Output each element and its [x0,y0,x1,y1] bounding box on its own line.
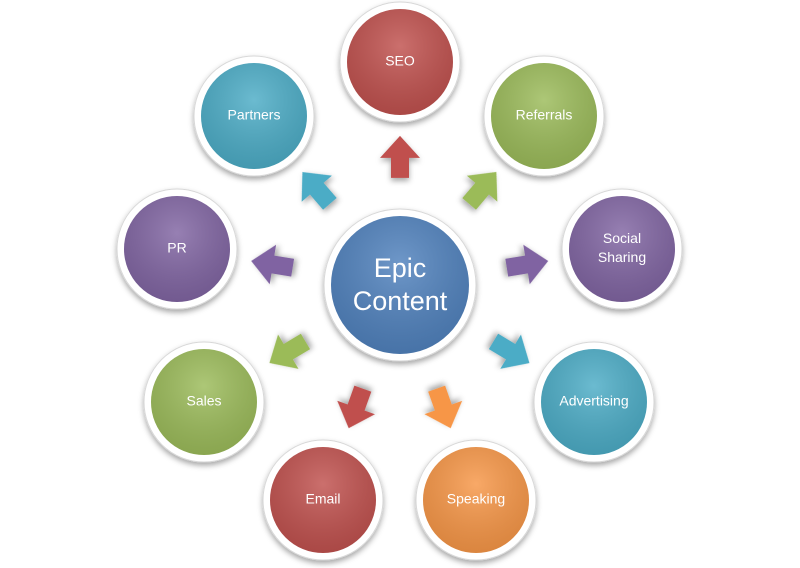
center-label-line2: Content [353,286,448,316]
node-label-social-line1: Social [603,230,641,246]
node-gloss-pr [124,196,230,302]
node-pr: PR [116,188,238,310]
node-label-referrals: Referrals [516,107,573,123]
node-label-speaking: Speaking [447,491,505,507]
arrows-layer [251,135,549,429]
node-gloss-social [569,196,675,302]
center-label-line1: Epic [374,253,427,283]
node-email: Email [262,439,384,561]
node-label-sales: Sales [186,393,221,409]
node-partners: Partners [193,55,315,177]
arrow-to-social [505,244,549,285]
node-gloss-seo [347,9,453,115]
node-label-seo: SEO [385,53,415,69]
node-gloss-advertising [541,349,647,455]
arrow-to-seo [380,135,420,178]
node-advertising: Advertising [533,341,655,463]
arrow-to-email [337,385,375,429]
node-label-advertising: Advertising [559,393,628,409]
arrow-to-pr [251,244,295,285]
node-label-pr: PR [167,240,186,256]
node-sales: Sales [143,341,265,463]
node-referrals: Referrals [483,55,605,177]
node-gloss-partners [201,63,307,169]
node-seo: SEO [339,1,461,123]
node-gloss-referrals [491,63,597,169]
arrow-to-sales [269,333,311,369]
node-label-partners: Partners [228,107,281,123]
node-label-social-line2: Sharing [598,249,646,265]
node-label-email: Email [305,491,340,507]
node-gloss-sales [151,349,257,455]
center-gloss [331,216,469,354]
node-gloss-email [270,447,376,553]
arrow-to-partners [301,172,337,210]
center-node: Epic Content [323,208,477,362]
arrow-to-speaking [424,385,463,429]
arrow-to-advertising [488,333,530,369]
arrow-to-referrals [462,171,498,210]
nodes-layer: SEO ReferralsSocialSharingAdvertisingSpea… [116,1,683,561]
node-speaking: Speaking [415,439,537,561]
node-gloss-speaking [423,447,529,553]
